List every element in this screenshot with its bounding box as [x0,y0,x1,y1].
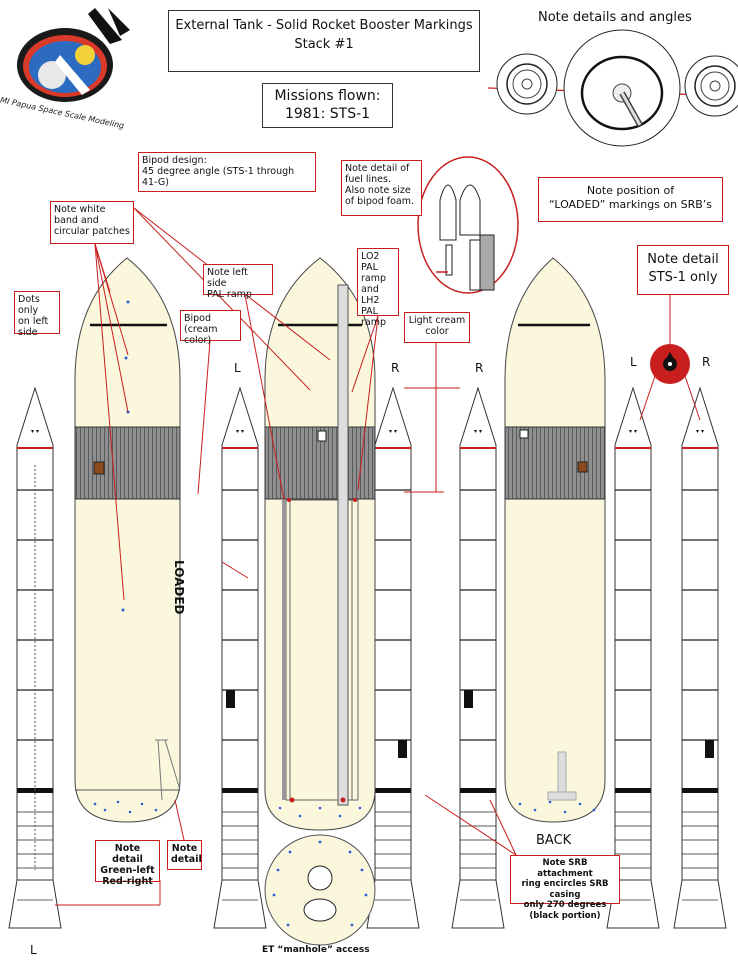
srb-group [8,386,727,929]
note-sts1-only: Note detail STS-1 only [637,245,729,295]
label-r-detail: R [702,355,711,369]
note-text: Green-left [100,865,155,876]
note-text: Note detail [647,252,719,267]
note-text: Light cream [408,315,466,326]
note-text: circular patches [54,226,130,237]
note-text: and [361,284,379,295]
note-text: Note position of [586,184,675,197]
note-text: Note detail of [345,163,410,174]
missions-box: Missions flown: 1981: STS-1 [262,83,393,128]
fuel-line-detail [417,156,519,294]
note-text: detail [171,854,202,865]
note-text: ring encircles SRB casing [521,879,609,900]
srb [673,386,727,929]
note-text: band and [54,215,99,226]
note-bipod-cream: Bipod (cream color) [180,310,241,346]
annotation-arrow [133,207,311,391]
label-r-right: R [475,361,484,375]
manhole-label: ET “manhole” access [262,945,370,955]
note-text: Also note size [345,185,411,196]
note-text: ramp [361,317,387,328]
external-tank-center [264,257,376,831]
note-text: Dots only [18,294,40,316]
note-loaded-position: Note position of “LOADED” markings on SR… [538,177,723,222]
annotation-arrow [94,243,129,413]
note-text: fuel lines. [345,174,391,185]
annotation-arrow [244,294,285,501]
label-l-bottom: L [30,943,37,957]
note-text: LO2 PAL [361,251,380,273]
external-tank-right [504,257,606,823]
srb [213,386,267,929]
note-text: 45 degree angle (STS-1 through 41-G) [142,166,295,188]
label-l-mid: L [234,361,241,375]
note-white-band: Note white band and circular patches [50,201,134,244]
note-detail: Note detail [167,840,202,870]
loaded-label: LOADED [172,560,186,615]
note-text: on left [18,316,49,327]
note-text: Note white [54,204,106,215]
annotation-arrow [357,315,379,491]
logo [17,8,130,102]
note-text: Note [171,843,198,854]
note-text: Red-right [102,876,153,887]
note-text: Bipod [184,313,212,324]
annotation-arrow [489,799,517,856]
note-left-pal-ramp: Note left side PAL ramp [203,264,273,300]
note-text: ramp [361,273,387,284]
label-l-detail: L [630,355,637,369]
annotation-arrow [197,340,211,495]
annotation-arrow [639,375,656,421]
note-text: STS-1 only [648,270,718,285]
note-bipod-design: Bipod design: 45 degree angle (STS-1 thr… [138,152,316,192]
note-text: Bipod design: [142,155,207,166]
note-attachment-ring: Note SRB attachment ring encircles SRB c… [510,855,620,921]
note-text: color [425,326,449,337]
note-fuel-lines: Note detail of fuel lines. Also note siz… [341,160,422,216]
et-manhole-view [264,834,376,946]
annotation-arrow [221,561,249,579]
srb [8,386,62,929]
title-line2: Stack #1 [294,37,354,52]
external-tank-left [74,257,181,823]
annotation-arrow [174,799,185,841]
note-text: (black portion) [529,910,601,921]
note-text: side [18,327,38,338]
annotation-arrow [94,243,125,601]
annotation-arrow [684,375,701,421]
srb [451,386,505,929]
annotation-arrow [351,315,379,393]
missions-line2: 1981: STS-1 [284,106,371,122]
sts1-detail-circle [650,344,690,384]
annotation-arrow [94,243,129,356]
top-detail-views [487,29,738,147]
srb-span-bracket [404,340,460,493]
title-line1: External Tank - Solid Rocket Booster Mar… [175,18,473,33]
label-r-mid: R [391,361,400,375]
note-dots-left: Dots only on left side [14,291,60,338]
note-light-cream: Light cream color [404,312,470,343]
note-text: only 270 degrees [523,900,607,910]
back-label: BACK [536,833,572,848]
note-text: of bipod foam. [345,196,414,207]
note-text: (cream color) [184,324,218,346]
note-green-red: Note detail Green-left Red-right [95,840,160,887]
note-text: LH2 PAL [361,295,380,317]
note-text: “LOADED” markings on SRB’s [548,198,713,211]
annotation-arrow [424,794,517,856]
title-box: External Tank - Solid Rocket Booster Mar… [168,10,480,72]
note-text: Note detail [112,843,143,865]
srb [606,386,660,929]
note-text: PAL ramp [207,289,252,300]
note-text: Note left side [207,267,248,289]
missions-line1: Missions flown: [274,88,381,104]
srb [366,386,420,929]
note-pal-ramps: LO2 PAL ramp and LH2 PAL ramp [357,248,399,328]
top-note: Note details and angles [538,10,692,25]
note-text: Note SRB attachment [537,858,593,879]
